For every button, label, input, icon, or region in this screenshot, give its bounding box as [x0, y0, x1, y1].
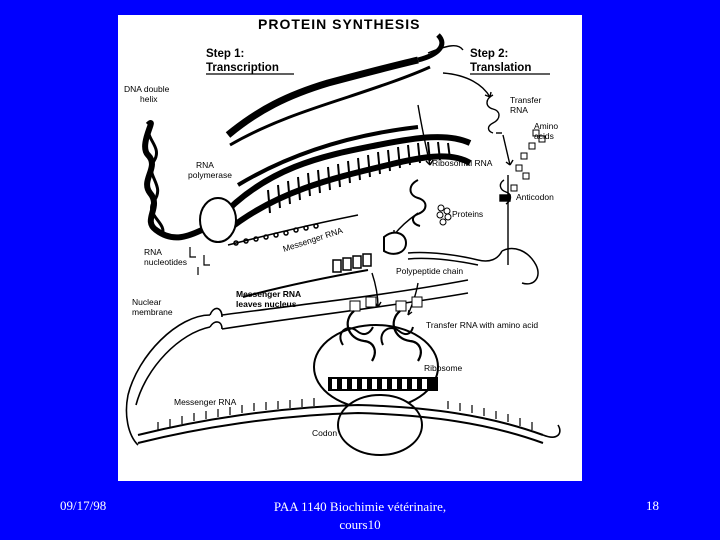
label-anticodon: Anticodon: [516, 192, 554, 202]
ribosome-complex: [313, 296, 439, 456]
nuclear-membrane-outline: [125, 279, 469, 446]
label-proteins: Proteins: [452, 209, 483, 219]
forming-mrna-strand: [227, 214, 359, 246]
ribosome-subunit: [383, 231, 408, 255]
footer-date: 09/17/98: [60, 498, 107, 513]
label-dna-double-helix-1: DNA double: [124, 84, 170, 94]
dna-double-helix: [142, 33, 445, 241]
step2-name: Translation: [470, 62, 531, 74]
label-codon: Codon: [312, 428, 337, 438]
polypeptide-chain-strand: [332, 247, 539, 285]
rna-polymerase-enzyme: [199, 197, 237, 243]
label-rna-nucleotides-2: nucleotides: [144, 257, 187, 267]
label-rna-nucleotides-1: RNA: [144, 247, 162, 257]
mrna-tail: [542, 424, 561, 438]
protein-synthesis-figure: PROTEIN SYNTHESIS Step 1: Transcription …: [118, 15, 582, 481]
label-mrna-leaves-nucleus-1: Messenger RNA: [236, 289, 301, 299]
step2-number: Step 2:: [470, 48, 508, 60]
mrna-exiting-strand: [242, 269, 369, 298]
label-nuclear-membrane-2: membrane: [132, 307, 173, 317]
step1-number: Step 1:: [206, 48, 244, 60]
label-rna-polymerase-2: polymerase: [188, 170, 232, 180]
label-amino-acids-1: Amino: [534, 121, 558, 131]
label-transfer-rna-2: RNA: [510, 105, 528, 115]
mrna-codon-ticks: [157, 398, 533, 430]
messenger-rna-bottom: [137, 403, 544, 444]
footer-course: PAA 1140 Biochimie vétérinaire, cours10: [262, 498, 458, 534]
label-amino-acids-2: acids: [534, 131, 554, 141]
dna-base-pairs: [267, 141, 451, 214]
footer-course-line1: PAA 1140 Biochimie vétérinaire,: [273, 499, 447, 514]
footer-page-number: 18: [646, 498, 659, 513]
label-polypeptide-chain: Polypeptide chain: [396, 266, 463, 276]
transfer-rna-top: [486, 94, 502, 134]
label-dna-double-helix-2: helix: [140, 94, 158, 104]
label-mrna-leaves-nucleus-2: leaves nucleus: [236, 299, 297, 309]
label-messenger-rna: Messenger RNA: [174, 397, 237, 407]
diagram-title: PROTEIN SYNTHESIS: [258, 16, 420, 32]
amino-acid-blocks: [510, 129, 546, 192]
ribosomal-rna-strand: [409, 179, 427, 227]
protein-synthesis-diagram: PROTEIN SYNTHESIS Step 1: Transcription …: [124, 16, 561, 456]
anticodon-trna: [499, 179, 512, 205]
label-ribosomal-rna: Ribosomal RNA: [432, 158, 493, 168]
rna-nucleotide-symbols: [189, 247, 210, 275]
step1-name: Transcription: [206, 62, 279, 74]
transcription-bubble: [215, 125, 472, 233]
proteins-cluster: [436, 204, 452, 226]
label-nuclear-membrane-1: Nuclear: [132, 297, 161, 307]
footer-course-line2: cours10: [339, 517, 381, 532]
label-rna-polymerase-1: RNA: [196, 160, 214, 170]
label-transfer-rna-1: Transfer: [510, 95, 542, 105]
label-trna-with-amino-acid: Transfer RNA with amino acid: [426, 320, 538, 330]
label-ribosome: Ribosome: [424, 363, 463, 373]
